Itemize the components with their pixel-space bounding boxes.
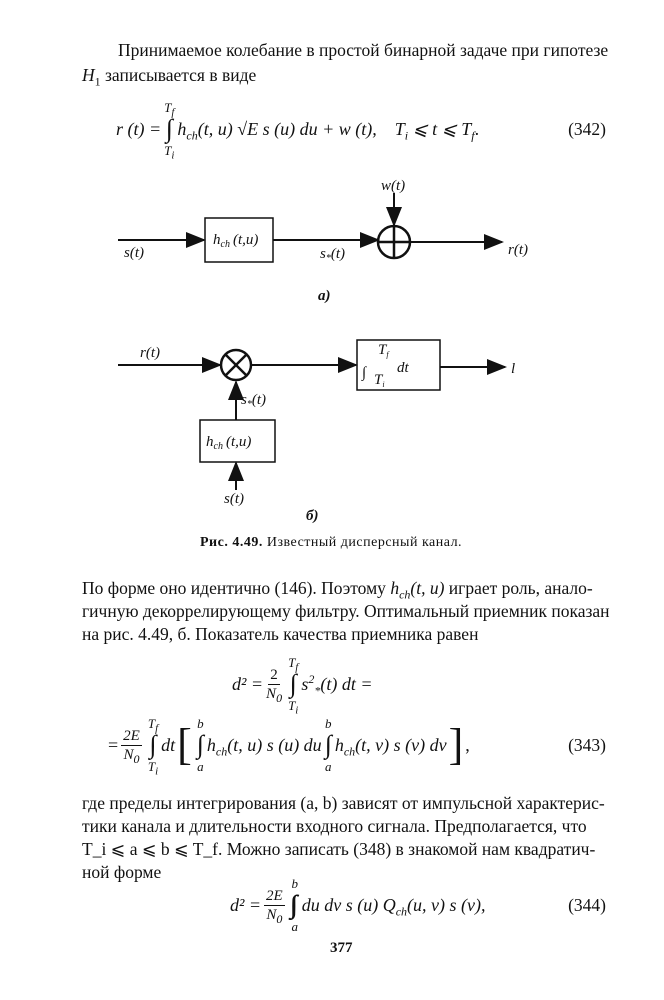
label-ref: s*(t) (241, 392, 266, 410)
caption-text: Известный дисперсный канал. (262, 535, 463, 550)
eq-lhs: d² = (230, 895, 262, 915)
eq-body: s2*(t) dt = (301, 672, 373, 698)
figure-caption: Рис. 4.49. Известный дисперсный канал. (200, 535, 462, 551)
lower-limit: a (325, 759, 332, 774)
inner2: hch(t, v) s (v) dv (334, 735, 447, 759)
inner1: hch(t, u) s (u) du (206, 735, 322, 759)
multiplier-times-circle-icon (219, 348, 253, 382)
upper-limit: Tf (164, 100, 175, 119)
condition: Ti ⩽ t ⩽ Tf. (394, 119, 480, 143)
integral-sign: ∫ (289, 669, 297, 698)
eq-body: du dv s (u) Qch(u, v) s (v), (301, 895, 486, 919)
label-a: a) (318, 288, 331, 304)
sub: 1 (94, 74, 101, 89)
comma: , (465, 735, 470, 755)
upper-limit: Tf (288, 655, 299, 674)
label-b: б) (306, 508, 318, 524)
caption-prefix: Рис. 4.49. (200, 535, 263, 550)
para1-line1: Принимаемое колебание в простой бинарной… (118, 40, 609, 60)
para2-line2: гичную декоррелирующему фильтру. Оптимал… (82, 601, 610, 621)
label-input-b: r(t) (140, 345, 160, 361)
double-integral-sign: ∫∫ (291, 891, 299, 919)
eq-dt: dt (161, 735, 176, 755)
para3-line4: ной форме (82, 862, 162, 882)
lower-limit: Ti (164, 143, 175, 162)
integral-sign: ∫ (324, 730, 332, 759)
integral-sign: ∫ (196, 730, 204, 759)
lower-limit: Ti (147, 759, 159, 778)
equation-number: (344) (568, 895, 606, 915)
integral-with-limits: b ∫ a (325, 716, 332, 774)
lower-limit: Ti (288, 698, 299, 717)
integral-sign: ∫ (165, 114, 173, 143)
integral-with-limits: Tf ∫ Ti (164, 100, 175, 162)
integral-sign: ∫ (149, 730, 157, 759)
label-output-b: l (511, 361, 515, 377)
integral-with-limits: Tf ∫ Ti (147, 716, 159, 778)
para2-line3: на рис. 4.49, б. Показатель качества при… (82, 624, 479, 644)
label-filter-input: s(t) (224, 491, 244, 507)
upper-limit: b (325, 716, 332, 731)
integral-with-limits: Tf ∫ Ti (288, 655, 299, 717)
int-upper: Tf (378, 342, 390, 359)
equation-342: r (t) = Tf ∫ Ti hch(t, u) √E s (u) du + … (116, 100, 606, 162)
int-lower: Ti (374, 372, 385, 389)
para1-line2: H1 записывается в виде (82, 65, 257, 88)
label-output: r(t) (508, 242, 528, 258)
integral-with-limits: b ∫ a (197, 716, 204, 774)
label-mid: s*(t) (320, 246, 345, 264)
adder-plus-circle-icon (376, 224, 412, 260)
upper-limit: Tf (147, 716, 159, 735)
para3-line2: тики канала и длительности входного сигн… (82, 816, 587, 836)
right-bracket: ] (448, 720, 464, 769)
left-bracket: [ (177, 720, 192, 769)
eq-body: hch(t, u) √E s (u) du + w (t), (177, 119, 377, 143)
para3-line3: T_i ⩽ a ⩽ b ⩽ T_f. Можно записать (348) … (82, 839, 596, 859)
lower-limit: a (291, 919, 298, 934)
lower-limit: a (197, 759, 204, 774)
label-noise: w(t) (381, 178, 405, 194)
eq-lhs: d² = (232, 674, 264, 694)
text: записывается в виде (100, 65, 257, 85)
label-filter-b: hch(t,u) (206, 434, 251, 452)
integrator-box (356, 339, 441, 391)
integral-sign: ∫ (361, 365, 368, 381)
page-number: 377 (330, 940, 353, 956)
double-integral-with-limits: b ∫∫ a (291, 876, 299, 934)
equation-number: (343) (568, 735, 606, 755)
upper-limit: b (197, 716, 204, 731)
para3-line1: где пределы интегрирования (a, b) завися… (82, 793, 605, 813)
label-input: s(t) (124, 245, 144, 261)
label-integrator: dt (397, 360, 410, 376)
var-h: H (82, 65, 95, 85)
label-filter: hch(t,u) (213, 232, 258, 250)
block-diagrams: s(t) w(t) hch(t,u) s*(t) r(t) a) r(t) ∫ … (118, 178, 528, 524)
eq-lhs: r (t) = (116, 119, 162, 139)
equals: = (108, 735, 119, 755)
para2-line1: По форме оно идентично (146). Поэтому hc… (82, 578, 593, 602)
upper-limit: b (291, 876, 298, 891)
equation-number: (342) (568, 119, 606, 139)
